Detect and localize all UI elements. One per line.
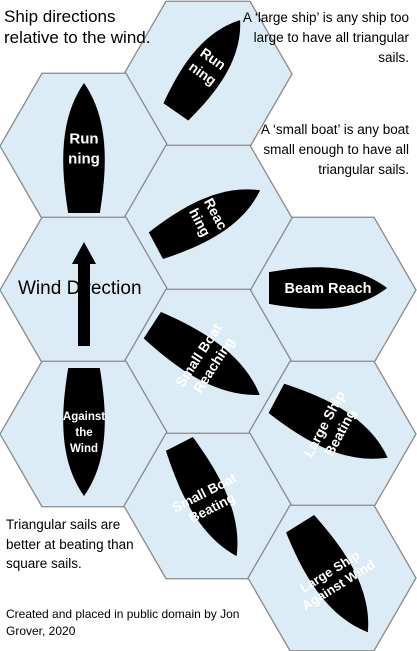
boat-hull	[63, 368, 105, 496]
boat-label: Beam Reach	[284, 281, 371, 297]
boat-hull	[165, 437, 238, 557]
boat-label: Wind	[70, 443, 98, 455]
credit-note: Created and placed in public domain by J…	[6, 607, 240, 638]
triangular-sails-note: Triangular sails are better at beating t…	[6, 517, 134, 571]
boat-hull	[268, 383, 388, 459]
boat-hull	[286, 514, 369, 633]
boat-hull	[163, 20, 241, 121]
boat-label: Run	[69, 130, 98, 147]
boat-hull	[269, 267, 387, 309]
large-ship-note: A ‘large ship’ is any ship too large to …	[242, 10, 409, 65]
boat-label: Against	[63, 411, 105, 423]
boat-label: ning	[68, 150, 100, 167]
page-title: Ship directions relative to the wind.	[4, 7, 151, 47]
wind-arrow	[72, 242, 96, 346]
boat-label: the	[75, 427, 92, 439]
boat-beam-reach: Beam Reach	[269, 267, 387, 309]
boat-hull	[148, 189, 261, 260]
boat-hull	[143, 311, 260, 395]
boat-running-left: Run ning	[63, 83, 105, 213]
boat-reaching: Reaching	[148, 189, 261, 260]
wind-direction-label: Wind Direction	[18, 278, 142, 299]
small-boat-note: A ‘small boat’ is any boat small enough …	[260, 122, 409, 177]
boat-hull	[63, 83, 105, 213]
